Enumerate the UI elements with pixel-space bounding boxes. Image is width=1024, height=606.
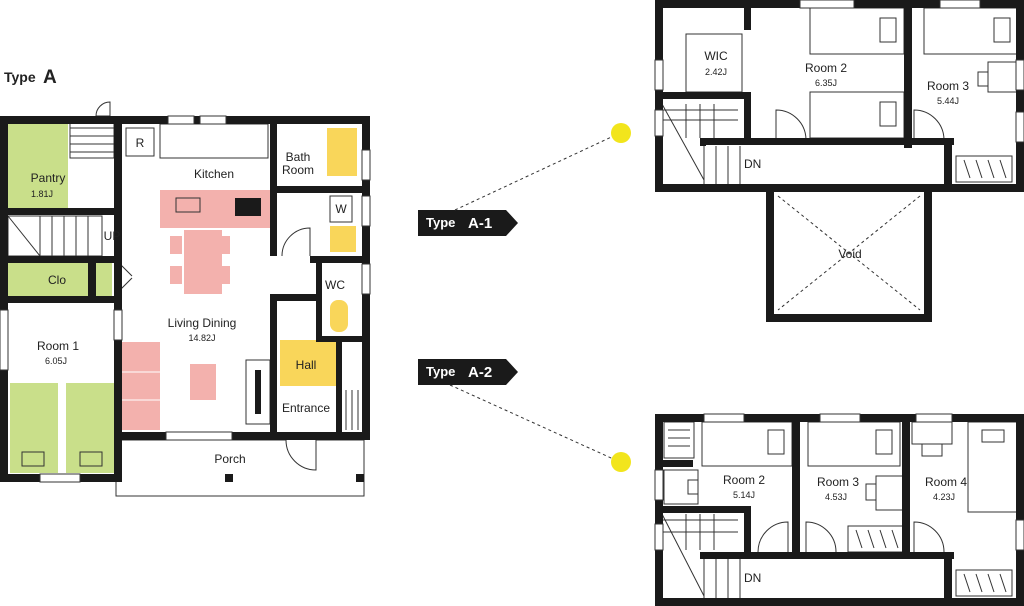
door-swing: [281, 227, 311, 257]
chair: [218, 236, 230, 254]
hall-fill: [280, 340, 336, 386]
desk: [987, 61, 1019, 93]
label-void: Void: [838, 247, 861, 261]
entrance-steps: [339, 390, 359, 430]
door-swing: [775, 109, 807, 141]
void-area: [777, 195, 921, 311]
coffee-table: [190, 364, 216, 400]
tag-a2-code: A-2: [468, 364, 492, 381]
label-a2-room-4: Room 4: [925, 475, 967, 489]
fridge: [125, 127, 155, 157]
label-a1-room-3: Room 3: [927, 79, 969, 93]
size-a2-room-3: 4.53J: [825, 492, 847, 502]
label-entrance: Entrance: [282, 401, 330, 415]
windows-a1: [654, 0, 1024, 143]
plan-type-a1: WIC 2.42J Room 2 6.35J Room 3 5.44J DN V…: [654, 0, 1024, 322]
marker-a1: [611, 123, 631, 143]
title-letter: A: [43, 67, 57, 88]
windows-a: [0, 115, 371, 483]
size-room-1: 6.05J: [45, 356, 67, 366]
door-swing: [913, 521, 945, 553]
size-a1-room-3: 5.44J: [937, 96, 959, 106]
size-a2-room-2: 5.14J: [733, 490, 755, 500]
bathtub: [327, 128, 357, 176]
label-up: UP: [104, 229, 121, 243]
label-a2-dn: DN: [744, 571, 761, 585]
chair: [170, 236, 182, 254]
chair: [170, 266, 182, 284]
pillow-right: [79, 451, 103, 467]
label-living-dining: Living Dining: [168, 316, 237, 330]
porch-outline: [115, 439, 365, 497]
label-a1-room-2: Room 2: [805, 61, 847, 75]
label-wc: WC: [325, 278, 345, 292]
tag-a2-prefix: Type: [426, 364, 455, 379]
label-kitchen: Kitchen: [194, 167, 234, 181]
bed-right: [66, 383, 114, 473]
desk-a2-room4: [911, 421, 953, 445]
stove-icon: [235, 198, 261, 216]
closet-fill: [8, 262, 88, 298]
label-wic: WIC: [704, 49, 728, 63]
dining-table: [184, 230, 222, 294]
marker-a2: [611, 452, 631, 472]
plan-type-a2: Room 2 5.14J Room 3 4.53J Room 4 4.23J D…: [654, 413, 1024, 606]
size-wic: 2.42J: [705, 67, 727, 77]
washbasin: [330, 226, 356, 252]
label-a2-room-2: Room 2: [723, 473, 765, 487]
pantry-fill: [8, 124, 68, 208]
stairs-down-a1: [661, 103, 741, 184]
stairs-up: [7, 119, 115, 257]
washer-icon: [329, 195, 353, 223]
stairs-down-a2: [661, 513, 741, 598]
label-fridge: R: [136, 136, 145, 150]
diagram-title: Type A: [4, 67, 57, 88]
door-swing: [805, 521, 837, 553]
pillow-left: [21, 451, 45, 467]
door-swing: [757, 521, 789, 553]
title-prefix: Type: [4, 69, 36, 85]
label-closet: Clo: [48, 273, 66, 287]
wic-shelf: [685, 33, 743, 93]
label-room-1: Room 1: [37, 339, 79, 353]
tag-type-a2: Type A-2: [418, 359, 518, 385]
size-pantry: 1.81J: [31, 189, 53, 199]
sink-icon: [175, 197, 201, 213]
label-pantry: Pantry: [31, 171, 66, 185]
chair: [218, 266, 230, 284]
label-a1-dn: DN: [744, 157, 761, 171]
size-living-dining: 14.82J: [188, 333, 215, 343]
size-a1-room-2: 6.35J: [815, 78, 837, 88]
door-swing: [95, 101, 111, 117]
leader-line-a1: [454, 132, 621, 211]
label-a2-room-3: Room 3: [817, 475, 859, 489]
desk-a2-room3: [875, 475, 905, 511]
back-counter: [159, 123, 269, 159]
closet-a1: [955, 155, 1013, 183]
label-washer: W: [335, 202, 347, 216]
door-swing: [285, 439, 317, 471]
door-swing: [913, 109, 945, 141]
plan-type-a: Pantry 1.81J R Kitchen Bath Room W UP Cl…: [0, 101, 371, 497]
bed-left: [10, 383, 58, 473]
windows-a2: [654, 413, 1024, 551]
toilet-icon: [330, 300, 348, 332]
label-hall: Hall: [296, 358, 317, 372]
closet-a2: [663, 421, 1013, 597]
closet-side-fill: [96, 262, 112, 296]
label-bath-line1: Bath: [286, 150, 311, 164]
tag-a1-prefix: Type: [426, 215, 455, 230]
sofa: [122, 342, 160, 430]
label-bath-line2: Room: [282, 163, 314, 177]
size-a2-room-4: 4.23J: [933, 492, 955, 502]
label-porch: Porch: [214, 452, 245, 466]
tag-a1-code: A-1: [468, 215, 492, 232]
leader-line-a2: [449, 384, 621, 463]
tag-type-a1: Type A-1: [418, 210, 518, 236]
